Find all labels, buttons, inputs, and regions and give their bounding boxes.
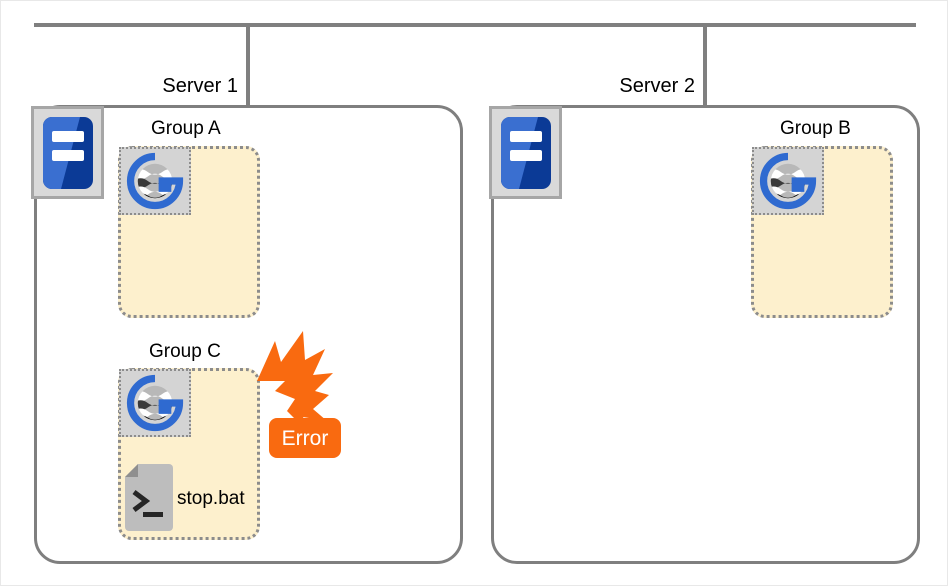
cluster-resource-icon: [119, 369, 191, 437]
bat-file-label: stop.bat: [177, 488, 245, 509]
top-bracket-line: [34, 23, 916, 27]
group-c-label: Group C: [149, 341, 221, 362]
group-b-label: Group B: [780, 118, 851, 139]
server-icon: [489, 106, 562, 199]
server1-bracket-tick: [246, 23, 250, 105]
error-badge: Error: [269, 418, 341, 458]
bat-file-icon: [125, 464, 173, 531]
server2-label: Server 2: [619, 75, 695, 97]
cluster-resource-icon: [119, 147, 191, 215]
server1-label: Server 1: [162, 75, 238, 97]
server-icon: [31, 106, 104, 199]
error-burst-icon: [255, 329, 343, 439]
cluster-resource-icon: [752, 147, 824, 215]
server2-bracket-tick: [703, 23, 707, 105]
group-a-label: Group A: [151, 118, 221, 139]
